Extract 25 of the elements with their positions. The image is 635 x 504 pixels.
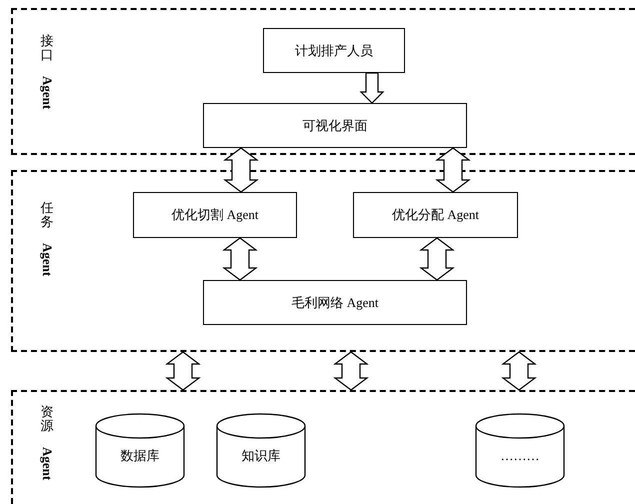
block-arrow — [333, 351, 369, 391]
process-box: 毛利网络 Agent — [203, 280, 467, 325]
block-arrow — [419, 237, 455, 281]
layer-label: Agent — [39, 242, 55, 276]
layer-band — [11, 8, 635, 155]
block-arrow — [222, 237, 258, 281]
block-arrow — [165, 351, 201, 391]
cylinder-label: ……… — [500, 448, 540, 464]
cylinder-label: 数据库 — [120, 446, 160, 464]
layer-label: Agent — [39, 76, 55, 109]
process-box: 优化切割 Agent — [133, 192, 297, 238]
block-arrow — [223, 147, 259, 193]
process-box: 计划排产人员 — [263, 28, 405, 73]
process-box: 可视化界面 — [203, 103, 467, 148]
block-arrow — [435, 147, 471, 193]
layer-label: Agent — [39, 446, 55, 480]
cylinder-label: 知识库 — [242, 446, 280, 464]
process-box: 优化分配 Agent — [353, 192, 518, 238]
layer-label: 接口 — [40, 35, 54, 64]
layer-band — [11, 390, 635, 504]
layer-label: 任务 — [40, 202, 54, 231]
layer-band — [11, 170, 635, 352]
block-arrow — [501, 351, 537, 391]
block-arrow — [360, 72, 384, 104]
layer-label: 资源 — [40, 406, 54, 435]
